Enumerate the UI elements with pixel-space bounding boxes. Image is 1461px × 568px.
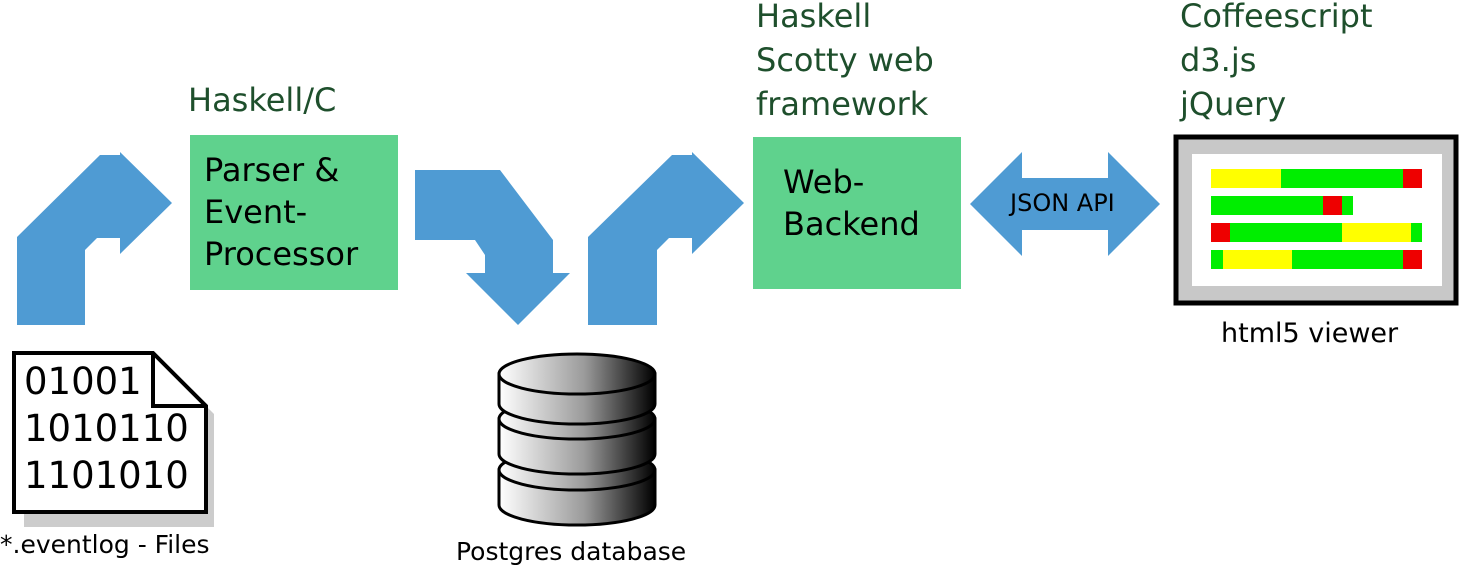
database-icon <box>497 352 657 527</box>
flow-arrow-icon <box>588 152 744 325</box>
parser-tech-line: Haskell/C <box>188 81 337 119</box>
file-line: 1010110 <box>24 407 189 450</box>
frontend-tech-label: Coffeescript d3.js jQuery <box>1180 0 1373 126</box>
backend-label-line: Web- <box>783 163 865 201</box>
backend-tech-line: Haskell <box>756 0 872 35</box>
backend-tech-label: Haskell Scotty web framework <box>756 0 934 126</box>
parser-label-line: Event- <box>204 193 308 231</box>
parser-tech-label: Haskell/C <box>188 78 336 122</box>
file-line: 1101010 <box>24 454 189 497</box>
file-line: 01001 <box>24 360 142 403</box>
flow-arrow-icon <box>415 170 570 325</box>
parser-box: Parser & Event- Processor <box>190 135 398 290</box>
backend-label-line: Backend <box>783 205 920 243</box>
backend-box-label: Web- Backend <box>783 161 920 245</box>
file-content: 01001 1010110 1101010 <box>24 358 189 499</box>
viewer-window-icon <box>1173 134 1459 306</box>
parser-label-line: Parser & <box>204 151 340 189</box>
frontend-tech-line: jQuery <box>1180 85 1287 123</box>
backend-tech-line: Scotty web <box>756 41 934 79</box>
backend-box: Web- Backend <box>753 137 961 289</box>
file-caption: *.eventlog - Files <box>0 530 210 559</box>
flow-arrow-icon <box>17 152 172 325</box>
viewer-caption: html5 viewer <box>1221 318 1399 349</box>
file-icon <box>12 351 214 527</box>
api-label: JSON API <box>1010 189 1115 217</box>
bidirectional-arrow-icon <box>970 152 1160 256</box>
frontend-tech-line: Coffeescript <box>1180 0 1373 35</box>
backend-tech-line: framework <box>756 85 929 123</box>
parser-label-line: Processor <box>204 235 359 273</box>
frontend-tech-line: d3.js <box>1180 41 1257 79</box>
database-caption: Postgres database <box>456 537 687 566</box>
parser-box-label: Parser & Event- Processor <box>204 149 358 275</box>
